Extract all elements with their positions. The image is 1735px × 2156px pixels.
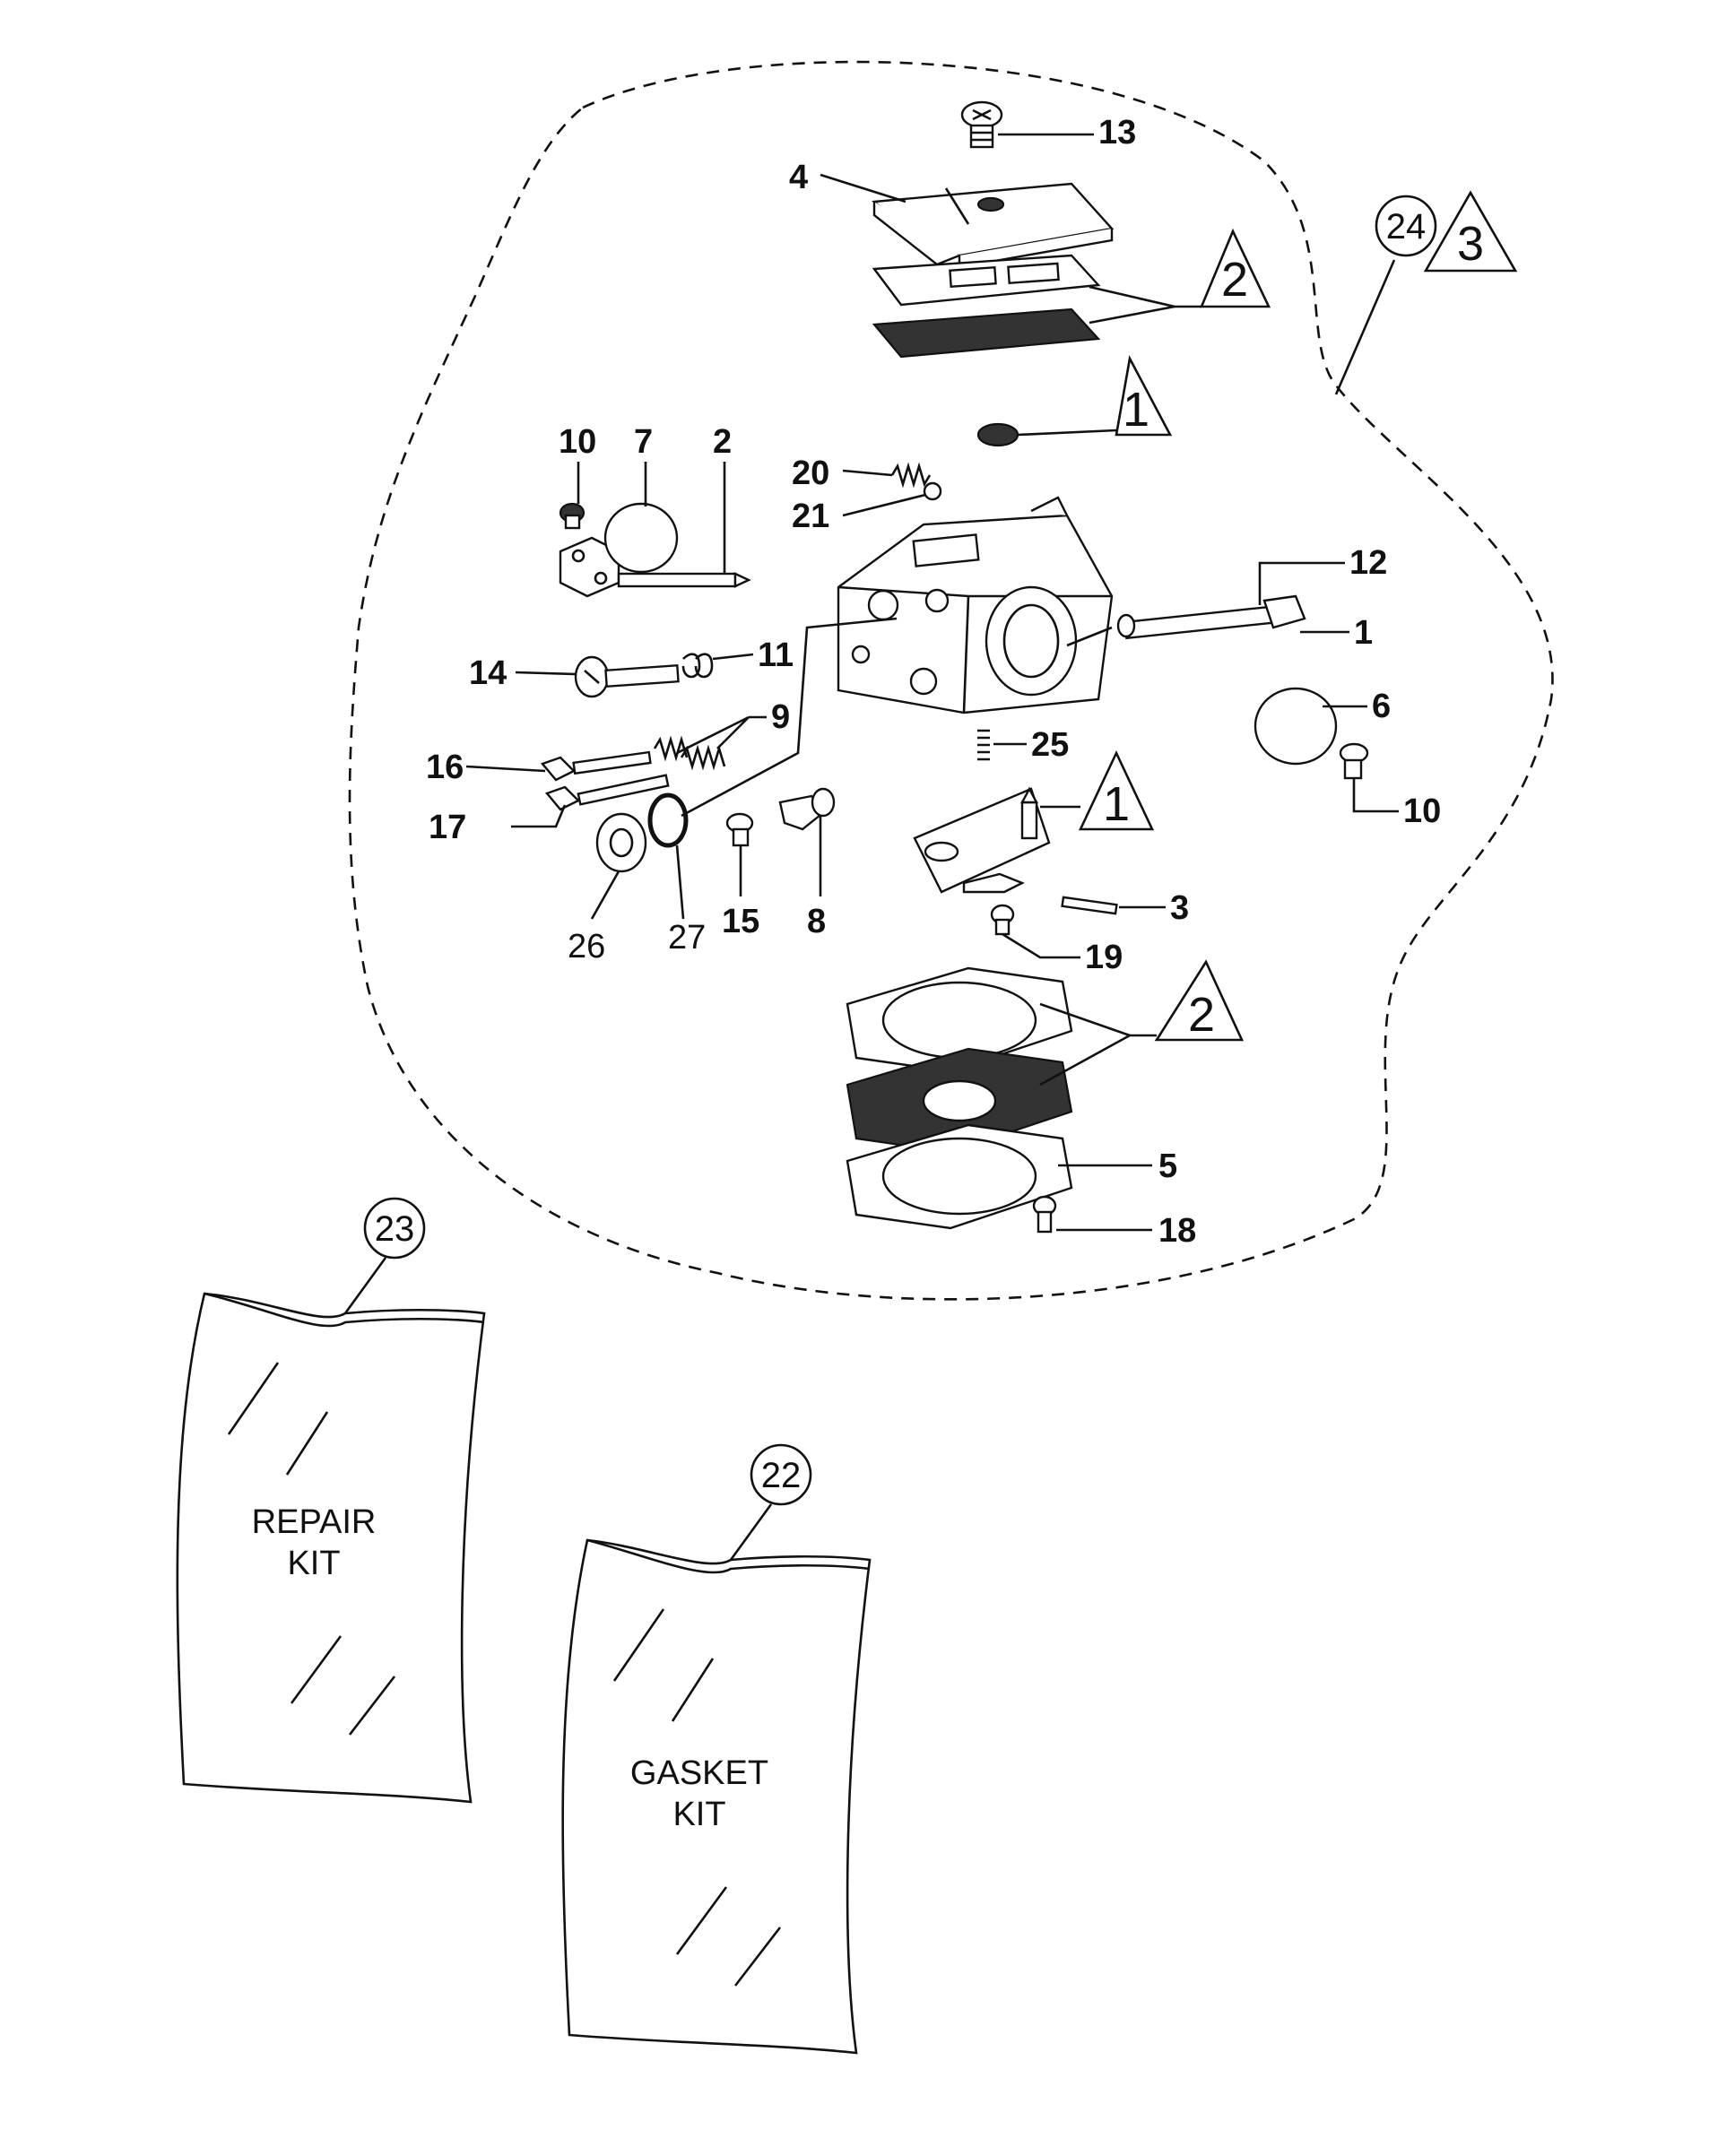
leader-20 xyxy=(842,469,893,477)
leader-4 xyxy=(820,173,907,203)
leader-27 xyxy=(675,844,685,920)
part-choke-plate xyxy=(603,502,679,574)
leader-9 xyxy=(676,715,767,755)
part-ball-21 xyxy=(923,481,942,501)
triangle-1-top: 1 xyxy=(1115,355,1173,437)
svg-text:2: 2 xyxy=(1188,988,1215,1042)
label-8: 8 xyxy=(807,903,826,940)
label-9: 9 xyxy=(771,698,790,736)
part-idle-screw xyxy=(574,653,714,698)
label-18: 18 xyxy=(1158,1212,1196,1250)
triangle-2-top: 2 xyxy=(1200,228,1271,308)
svg-text:24: 24 xyxy=(1386,207,1427,247)
part-filter-screen xyxy=(976,422,1019,447)
leader-2-top xyxy=(1089,285,1201,325)
part-screw-15 xyxy=(725,812,754,847)
assembly-boundary xyxy=(348,60,1554,1301)
part-oring-27 xyxy=(647,792,689,848)
label-16: 16 xyxy=(426,749,464,786)
leader-14 xyxy=(515,671,577,676)
leader-17 xyxy=(511,804,567,828)
part-carburetor-body xyxy=(837,496,1114,714)
part-screw-10b xyxy=(1339,742,1369,780)
part-screw-13 xyxy=(960,100,1003,149)
leader-11 xyxy=(712,653,754,661)
label-27: 27 xyxy=(668,919,706,957)
svg-text:1: 1 xyxy=(1103,777,1130,831)
svg-text:3: 3 xyxy=(1457,217,1484,271)
callout-22: 22 xyxy=(750,1443,812,1506)
gasket-kit-label-2: KIT xyxy=(672,1796,725,1833)
part-washer-26-hole xyxy=(609,827,634,858)
leader-19 xyxy=(1002,932,1080,959)
leader-12 xyxy=(1258,561,1345,605)
part-metering-assembly xyxy=(913,786,1051,894)
leader-body-seal xyxy=(681,617,898,818)
part-choke-shaft xyxy=(559,536,751,598)
label-15: 15 xyxy=(722,903,759,940)
repair-kit-label-2: KIT xyxy=(287,1545,340,1582)
part-throttle-shaft xyxy=(1116,594,1306,640)
gasket-kit-label-1: GASKET xyxy=(630,1754,768,1792)
label-7: 7 xyxy=(634,423,653,461)
leader-22 xyxy=(729,1503,773,1561)
svg-text:22: 22 xyxy=(761,1456,802,1495)
label-3: 3 xyxy=(1170,889,1189,927)
svg-text:1: 1 xyxy=(1123,383,1149,437)
part-screw-10a xyxy=(559,502,586,530)
svg-text:23: 23 xyxy=(375,1209,415,1249)
leader-2-bot xyxy=(1039,1002,1157,1087)
leader-21 xyxy=(842,493,926,517)
label-10b: 10 xyxy=(1403,792,1441,830)
label-4: 4 xyxy=(789,159,808,196)
part-washer-26 xyxy=(595,812,647,873)
part-cover xyxy=(872,182,1115,269)
label-13: 13 xyxy=(1098,114,1136,152)
label-10a: 10 xyxy=(559,423,596,461)
gasket-kit-bag: GASKET KIT xyxy=(561,1538,872,2055)
leader-10b xyxy=(1352,778,1399,813)
label-11: 11 xyxy=(758,636,794,674)
triangle-1-mid: 1 xyxy=(1078,749,1155,831)
part-needle-16 xyxy=(540,735,689,782)
label-2: 2 xyxy=(713,423,732,461)
repair-kit-label-1: REPAIR xyxy=(252,1503,377,1541)
triangle-3: 3 xyxy=(1423,190,1518,273)
leader-26 xyxy=(590,870,620,920)
part-diaphragm xyxy=(846,1047,1073,1154)
part-gasket-bottom xyxy=(846,966,1073,1073)
label-25: 25 xyxy=(1031,726,1069,764)
label-1: 1 xyxy=(1354,614,1373,652)
part-spring-20 xyxy=(890,462,932,489)
svg-text:2: 2 xyxy=(1221,253,1248,307)
label-12: 12 xyxy=(1349,544,1387,582)
label-14: 14 xyxy=(469,654,507,692)
leader-1-top xyxy=(1017,429,1117,437)
label-26: 26 xyxy=(568,928,605,965)
triangle-2-bot: 2 xyxy=(1154,959,1245,1042)
label-6: 6 xyxy=(1372,688,1391,725)
label-19: 19 xyxy=(1085,939,1123,976)
part-screw-18 xyxy=(1032,1195,1057,1234)
callout-24: 24 xyxy=(1375,195,1437,257)
label-20: 20 xyxy=(792,455,829,492)
part-needle-17 xyxy=(544,744,726,811)
part-gaskets-top xyxy=(872,254,1101,359)
callout-23: 23 xyxy=(363,1197,426,1260)
part-pin-3 xyxy=(1061,896,1118,915)
part-lever-8 xyxy=(778,787,836,831)
leader-23 xyxy=(343,1257,387,1314)
part-spring-25 xyxy=(977,729,990,761)
repair-kit-bag: REPAIR KIT xyxy=(176,1292,486,1804)
label-21: 21 xyxy=(792,498,829,535)
leader-16 xyxy=(465,765,546,773)
part-screw-19 xyxy=(990,904,1015,936)
part-cover-5 xyxy=(846,1123,1073,1230)
part-throttle-plate xyxy=(1254,687,1338,766)
label-5: 5 xyxy=(1158,1147,1177,1185)
leader-24 xyxy=(1334,259,1396,395)
label-17: 17 xyxy=(429,809,466,846)
